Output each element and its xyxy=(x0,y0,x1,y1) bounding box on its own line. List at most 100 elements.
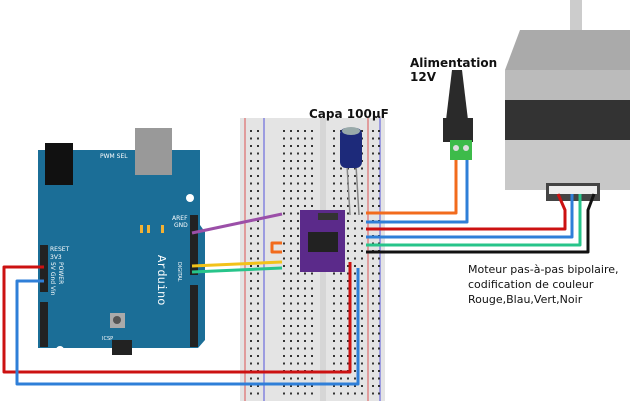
breadboard-hole xyxy=(257,265,259,267)
breadboard-hole xyxy=(361,250,363,252)
breadboard-hole xyxy=(250,137,252,140)
breadboard-hole xyxy=(340,272,342,275)
breadboard-hole xyxy=(347,392,349,395)
breadboard-hole xyxy=(354,197,356,200)
breadboard-hole xyxy=(372,385,374,387)
breadboard-hole xyxy=(372,175,374,177)
breadboard-hole xyxy=(250,145,252,147)
breadboard-hole xyxy=(250,265,252,267)
breadboard-hole xyxy=(297,302,299,305)
breadboard-hole xyxy=(333,197,335,200)
dc-power-jack xyxy=(443,70,473,160)
breadboard-hole xyxy=(283,250,285,252)
breadboard-hole xyxy=(304,340,306,342)
breadboard-hole xyxy=(347,197,349,200)
breadboard-hole xyxy=(372,295,374,297)
breadboard-hole xyxy=(333,325,335,327)
breadboard-hole xyxy=(290,227,292,230)
breadboard-hole xyxy=(283,355,285,357)
breadboard-hole xyxy=(311,272,313,275)
breadboard-hole xyxy=(250,295,252,297)
breadboard-hole xyxy=(372,167,374,170)
breadboard-hole xyxy=(290,205,292,207)
breadboard-hole xyxy=(333,137,335,140)
breadboard-hole xyxy=(372,205,374,207)
breadboard-hole xyxy=(311,325,313,327)
breadboard-hole xyxy=(372,392,374,395)
breadboard-hole xyxy=(311,355,313,357)
breadboard-hole xyxy=(290,175,292,177)
breadboard-hole xyxy=(340,355,342,357)
breadboard-hole xyxy=(372,197,374,200)
breadboard-hole xyxy=(250,280,252,282)
breadboard-hole xyxy=(290,310,292,312)
breadboard-hole xyxy=(257,287,259,290)
breadboard-hole xyxy=(297,355,299,357)
breadboard-hole xyxy=(290,392,292,395)
breadboard-hole xyxy=(340,332,342,335)
breadboard-hole xyxy=(250,302,252,305)
breadboard-hole xyxy=(257,205,259,207)
breadboard-hole xyxy=(283,175,285,177)
pwr-sel-label: PWM SEL xyxy=(100,153,128,160)
breadboard-hole xyxy=(297,385,299,387)
breadboard-hole xyxy=(283,347,285,350)
wire-purple xyxy=(191,212,283,235)
breadboard-hole xyxy=(304,137,306,140)
breadboard-hole xyxy=(250,340,252,342)
breadboard-hole xyxy=(372,130,374,132)
breadboard-hole xyxy=(378,377,380,380)
breadboard-hole xyxy=(297,167,299,170)
breadboard-hole xyxy=(340,325,342,327)
breadboard-hole xyxy=(304,175,306,177)
breadboard-hole xyxy=(354,235,356,237)
breadboard-hole xyxy=(311,347,313,350)
wire-blue-power xyxy=(366,160,469,224)
power-pins-label: 5V Gnd Vin xyxy=(49,262,56,296)
breadboard-hole xyxy=(311,385,313,387)
breadboard-hole xyxy=(283,160,285,162)
breadboard-hole xyxy=(250,235,252,237)
wire-yellow xyxy=(191,260,283,268)
breadboard-hole xyxy=(283,220,285,222)
breadboard-hole xyxy=(361,302,363,305)
breadboard-hole xyxy=(304,145,306,147)
breadboard-hole xyxy=(257,302,259,305)
breadboard-hole xyxy=(297,212,299,215)
breadboard-hole xyxy=(257,317,259,320)
breadboard-hole xyxy=(257,332,259,335)
breadboard-hole xyxy=(361,385,363,387)
breadboard-hole xyxy=(250,347,252,350)
breadboard-hole xyxy=(250,205,252,207)
breadboard-hole xyxy=(283,295,285,297)
breadboard-hole xyxy=(283,287,285,290)
breadboard-hole xyxy=(333,175,335,177)
breadboard-hole xyxy=(347,347,349,350)
breadboard-hole xyxy=(250,317,252,320)
breadboard-hole xyxy=(250,167,252,170)
breadboard-hole xyxy=(378,137,380,140)
breadboard-hole xyxy=(297,220,299,222)
breadboard-hole xyxy=(250,272,252,275)
breadboard-hole xyxy=(347,385,349,387)
breadboard-hole xyxy=(354,272,356,275)
breadboard-hole xyxy=(290,340,292,342)
breadboard-hole xyxy=(354,175,356,177)
breadboard-hole xyxy=(354,362,356,365)
breadboard-hole xyxy=(304,317,306,320)
breadboard-hole xyxy=(290,137,292,140)
breadboard-hole xyxy=(257,190,259,192)
breadboard-hole xyxy=(311,175,313,177)
breadboard-hole xyxy=(361,130,363,132)
breadboard-hole xyxy=(372,362,374,365)
breadboard-hole xyxy=(354,265,356,267)
breadboard-hole xyxy=(290,317,292,320)
breadboard-hole xyxy=(372,137,374,140)
breadboard-hole xyxy=(378,332,380,335)
breadboard-hole xyxy=(372,347,374,350)
breadboard-hole xyxy=(378,130,380,132)
breadboard-hole xyxy=(290,295,292,297)
breadboard-hole xyxy=(372,265,374,267)
power-label-line1: Alimentation xyxy=(410,56,498,70)
breadboard-hole xyxy=(290,287,292,290)
